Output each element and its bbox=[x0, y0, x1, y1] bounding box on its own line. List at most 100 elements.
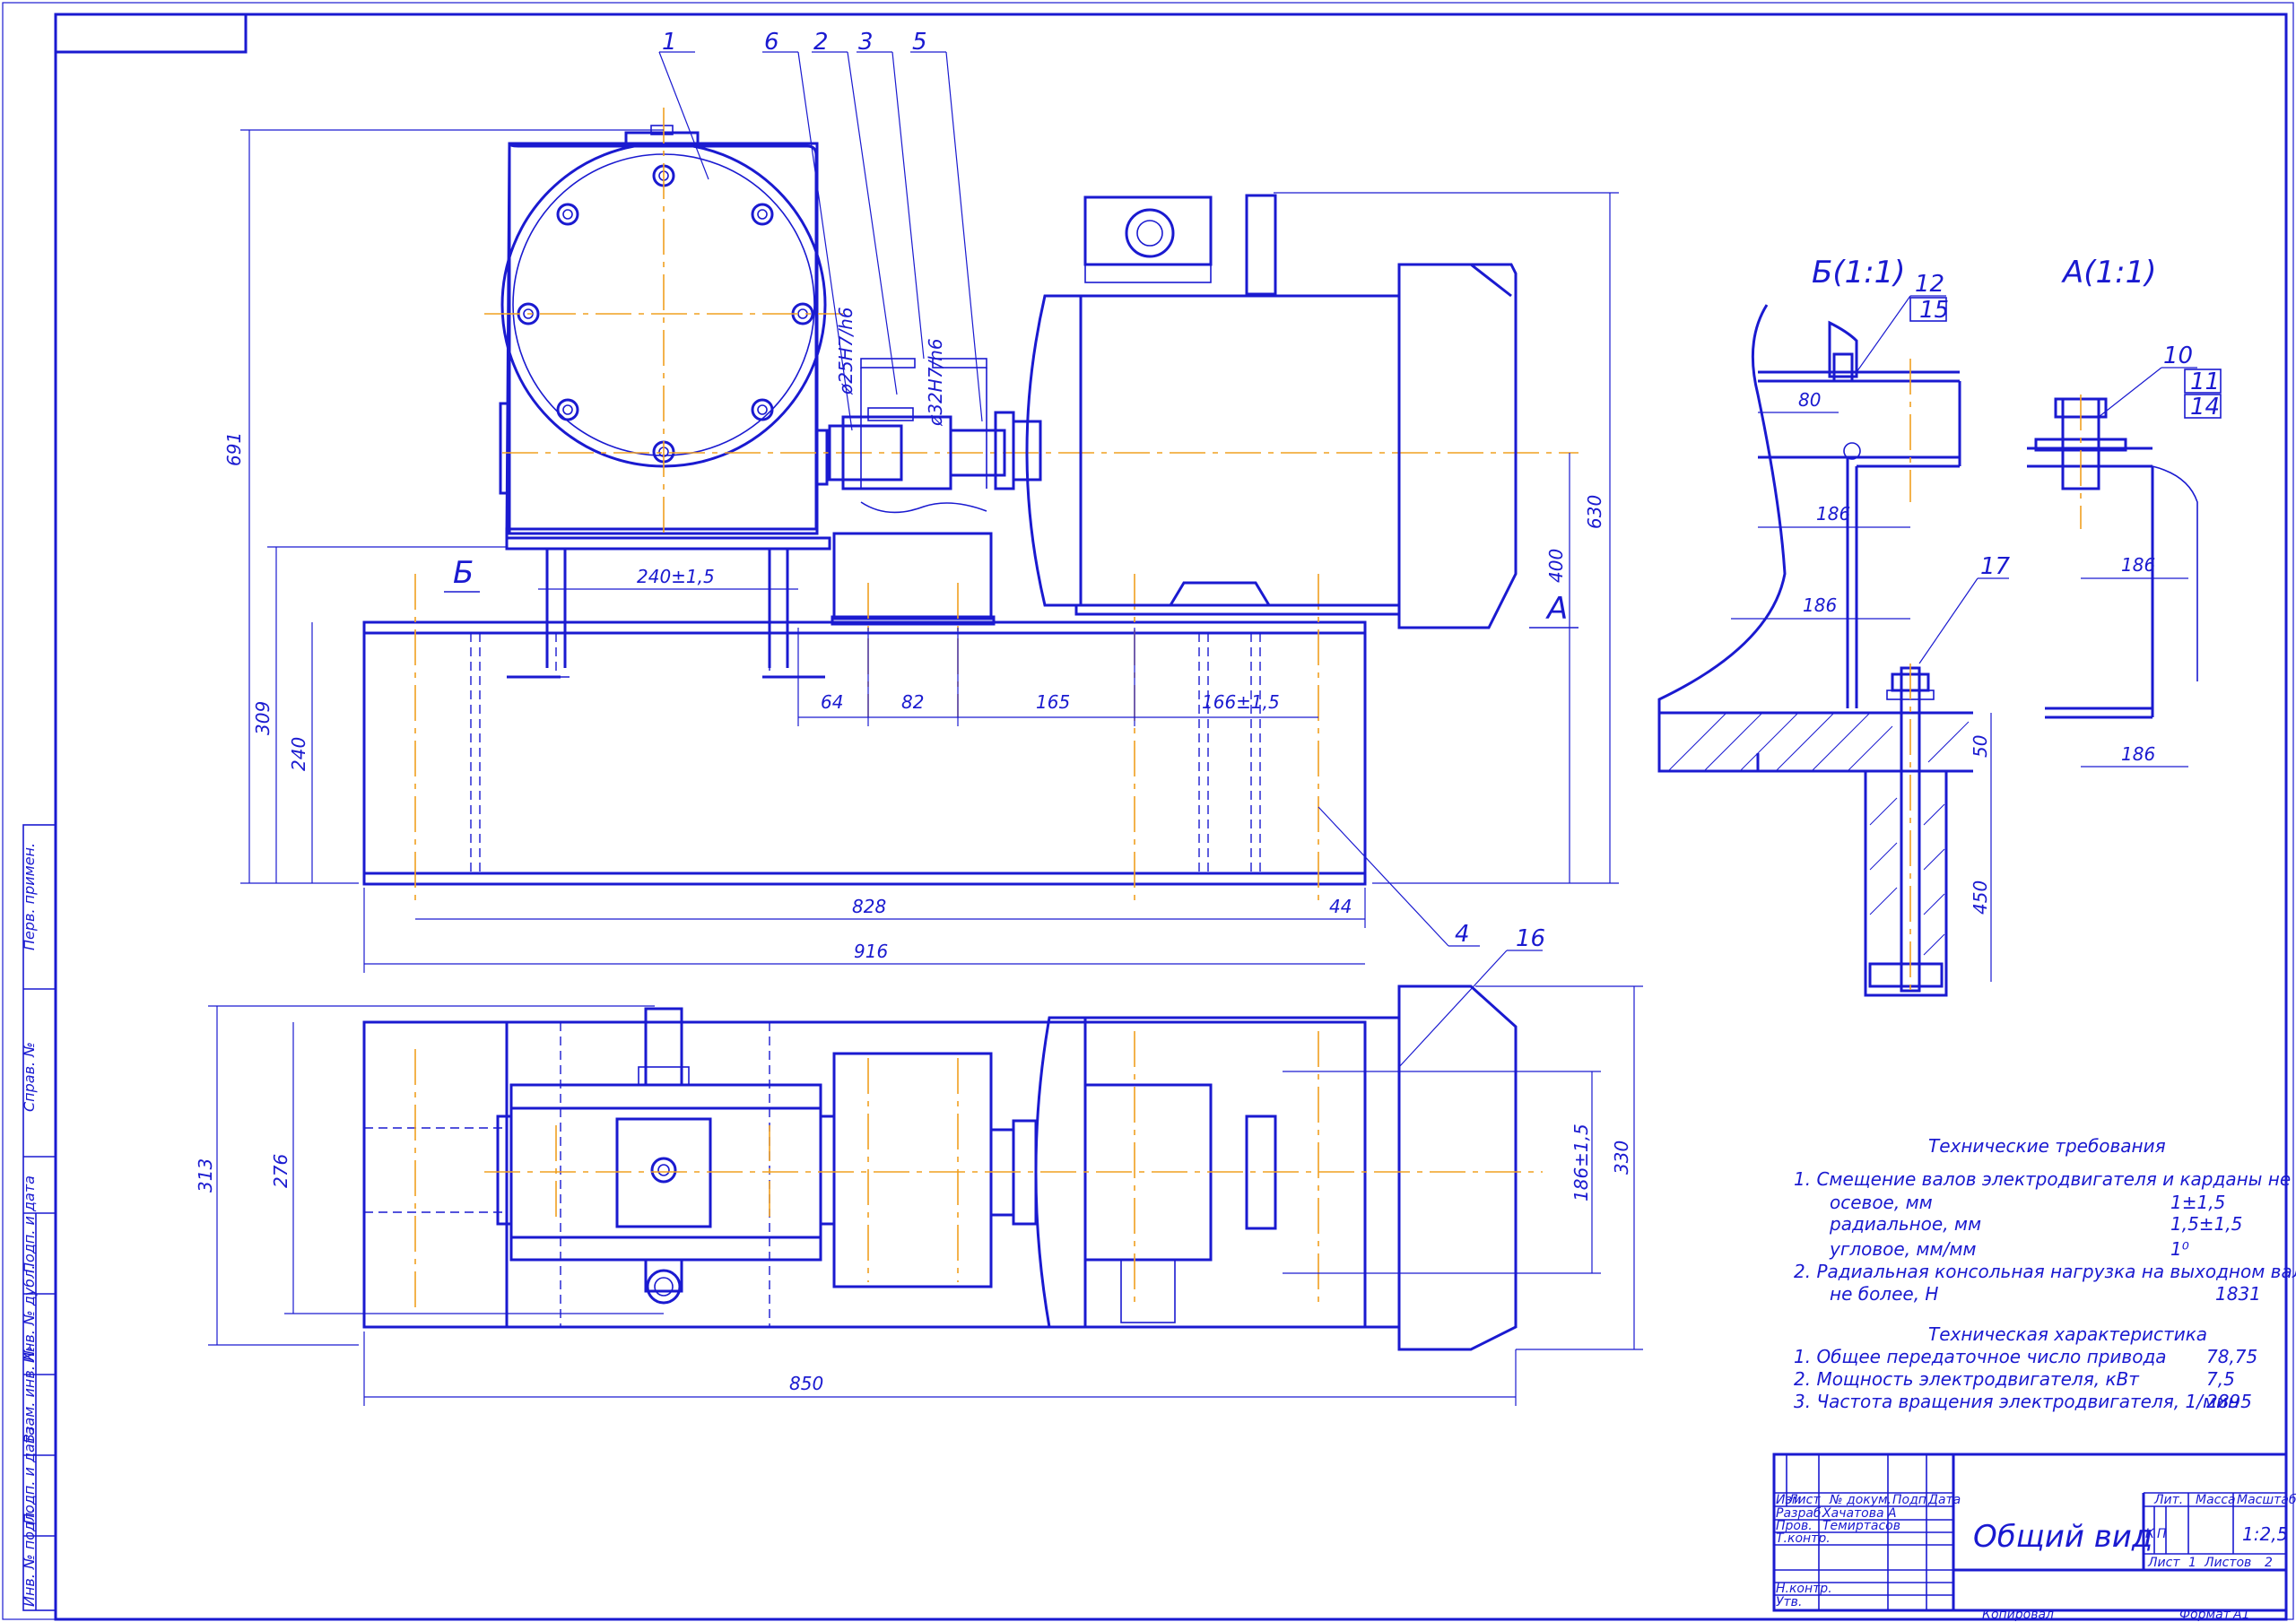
dimensions-front: 691 309 240 240±1,5 64 82 165 166±1,5 82… bbox=[223, 129, 1619, 973]
char-line: 1. Общее передаточное число привода bbox=[1794, 1346, 2167, 1367]
callout-5: 5 bbox=[912, 29, 927, 56]
dim-309: 309 bbox=[252, 701, 274, 735]
callout-3: 3 bbox=[858, 29, 874, 56]
req-line: угловое, мм/мм bbox=[1829, 1238, 1977, 1260]
dim-450: 450 bbox=[1970, 880, 1991, 915]
tb-name: Темиртасов bbox=[1822, 1519, 1900, 1533]
dimensions-plan: 313 276 186±1,5 330 850 16 bbox=[195, 925, 1643, 1406]
callout-12: 12 bbox=[1915, 271, 1944, 298]
section-b-title: Б(1:1) bbox=[1812, 255, 1906, 291]
dim-276: 276 bbox=[270, 1154, 291, 1188]
technical-characteristics: Техническая характеристика 1. Общее пере… bbox=[1794, 1323, 2257, 1412]
dim-828: 828 bbox=[852, 896, 886, 917]
req-line: 2. Радиальная консольная нагрузка на вых… bbox=[1794, 1261, 2296, 1282]
front-view: 691 309 240 240±1,5 64 82 165 166±1,5 82… bbox=[223, 29, 1619, 973]
req-line: не более, Н bbox=[1830, 1283, 1938, 1305]
dim-916: 916 bbox=[854, 941, 888, 962]
callout-2: 2 bbox=[813, 29, 829, 56]
dim-186-plan: 186±1,5 bbox=[1570, 1123, 1592, 1201]
req-line: 1. Смещение валов электродвигателя и кар… bbox=[1794, 1168, 2296, 1190]
anchor-foundation bbox=[1864, 769, 1948, 997]
view-arrow-a: А bbox=[1545, 591, 1568, 627]
dim-165: 165 bbox=[1036, 691, 1070, 713]
dim-80: 80 bbox=[1798, 389, 1821, 411]
tb-hdr: Подп bbox=[1892, 1493, 1926, 1507]
section-b: Б(1:1) bbox=[1657, 255, 2011, 997]
dim-330: 330 bbox=[1611, 1141, 1632, 1175]
dim-166-tol: 166±1,5 bbox=[1202, 691, 1280, 713]
char-line: 2. Мощность электродвигателя, кВт bbox=[1794, 1368, 2140, 1390]
callout-1: 1 bbox=[662, 29, 677, 56]
scale-value: 1:2,5 bbox=[2242, 1523, 2288, 1545]
format: А1 bbox=[2232, 1608, 2249, 1622]
letter: К bbox=[2145, 1527, 2155, 1541]
letter2: П bbox=[2157, 1527, 2167, 1541]
drawing-title: Общий вид bbox=[1973, 1519, 2152, 1555]
stamp-label: Инв. № дубл. bbox=[21, 1265, 38, 1363]
dim-691: 691 bbox=[223, 432, 245, 466]
sheets-num: 2 bbox=[2265, 1556, 2273, 1570]
electric-motor bbox=[994, 194, 1518, 629]
tb-name: Хачатова А bbox=[1822, 1506, 1897, 1521]
col-lit: Лит. bbox=[2153, 1493, 2183, 1507]
tb-role: Разраб. bbox=[1776, 1506, 1825, 1521]
req-value: 1⁰ bbox=[2170, 1238, 2189, 1260]
stamp-label: Подп. и дата bbox=[21, 1175, 38, 1273]
view-a-title: А(1:1) bbox=[2061, 255, 2157, 291]
hatch bbox=[1667, 712, 1970, 956]
stamp-label: Перв. примен. bbox=[21, 843, 38, 950]
callout-14: 14 bbox=[2190, 394, 2220, 421]
callout-10: 10 bbox=[2163, 343, 2193, 369]
dim-fit-32: ø32H7/h6 bbox=[925, 338, 946, 427]
req-value: 1±1,5 bbox=[2170, 1192, 2225, 1213]
tb-hdr: Лист bbox=[1787, 1493, 1821, 1507]
stamp-label: Взам. инв. № bbox=[21, 1346, 38, 1444]
char-title: Техническая характеристика bbox=[1928, 1323, 2207, 1345]
base-frame-plan bbox=[362, 1020, 1367, 1329]
dim-186-b1: 186 bbox=[1816, 503, 1850, 525]
dim-313: 313 bbox=[195, 1158, 216, 1193]
view-a: А(1:1) 186 186 10 11 14 bbox=[2027, 255, 2222, 768]
dim-64: 64 bbox=[821, 691, 843, 713]
worm-reducer bbox=[484, 108, 1578, 679]
tb-role: Т.контр. bbox=[1776, 1531, 1831, 1546]
stamp-label: Подп. и дата bbox=[21, 1427, 38, 1524]
motor-plan bbox=[1034, 1016, 1401, 1329]
sheet-label: Лист bbox=[2147, 1556, 2180, 1570]
side-stamp: Перв. примен. Справ. № Подп. и дата Инв.… bbox=[21, 824, 57, 1611]
tb-hdr: Дата bbox=[1927, 1493, 1961, 1507]
dim-44: 44 bbox=[1329, 896, 1352, 917]
callout-11: 11 bbox=[2190, 369, 2220, 395]
coupling-plan bbox=[832, 1052, 993, 1288]
req-title: Технические требования bbox=[1928, 1135, 2166, 1157]
tb-role: Н.контр. bbox=[1776, 1582, 1832, 1596]
view-arrow-b: Б bbox=[453, 555, 474, 591]
tb-role: Утв. bbox=[1776, 1595, 1802, 1609]
char-line: 3. Частота вращения электродвигателя, 1/… bbox=[1794, 1391, 2239, 1412]
tb-role: Пров. bbox=[1776, 1519, 1813, 1533]
stamp-label: Справ. № bbox=[21, 1042, 38, 1112]
anchor-bolts bbox=[507, 633, 770, 678]
coupling bbox=[828, 358, 1006, 717]
stamp-label: Инв. № подл. bbox=[21, 1508, 38, 1607]
req-line: радиальное, мм bbox=[1829, 1213, 1981, 1235]
tb-hdr: Изм bbox=[1776, 1493, 1802, 1507]
format-label: Формат bbox=[2179, 1608, 2231, 1622]
dim-186-b2: 186 bbox=[1803, 594, 1837, 616]
technical-requirements: Технические требования 1. Смещение валов… bbox=[1794, 1135, 2296, 1305]
callout-17: 17 bbox=[1980, 553, 2011, 580]
sheets-label: Листов bbox=[2204, 1556, 2251, 1570]
tb-hdr: № докум. bbox=[1829, 1493, 1892, 1507]
req-value: 1,5±1,5 bbox=[2170, 1213, 2242, 1235]
char-value: 78,75 bbox=[2206, 1346, 2257, 1367]
dim-fit-25: ø25H7/h6 bbox=[835, 307, 857, 395]
col-scale: Масштаб bbox=[2237, 1493, 2296, 1507]
inner-frame bbox=[54, 13, 2288, 1621]
char-value: 7,5 bbox=[2206, 1368, 2235, 1390]
col-mass: Масса bbox=[2196, 1493, 2236, 1507]
char-value: 2895 bbox=[2206, 1391, 2252, 1412]
dim-240-tol: 240±1,5 bbox=[637, 566, 715, 587]
dim-400: 400 bbox=[1545, 549, 1567, 583]
sheet-num: 1 bbox=[2188, 1556, 2196, 1570]
dim-240: 240 bbox=[288, 737, 309, 771]
